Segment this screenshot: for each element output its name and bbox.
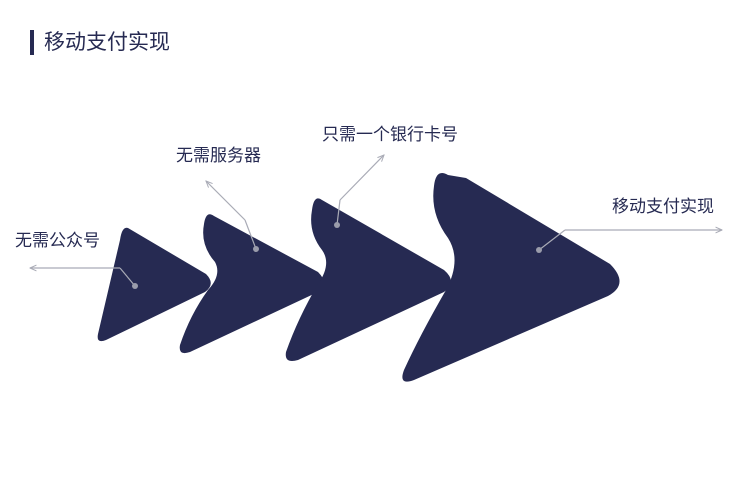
leader-arrow-3 [339,155,384,201]
step-2-label: 无需服务器 [176,146,261,166]
step-4-shape [402,173,620,382]
step-3-shape [285,198,451,361]
page-title: 移动支付实现 [44,30,170,54]
step-3-label: 只需一个银行卡号 [322,125,458,145]
step-2-shape [179,214,324,354]
step-1-shape [97,227,211,342]
leader-line-2 [244,219,257,250]
step-1-dot [132,283,138,289]
step-3-dot [334,222,340,228]
title-accent-bar [30,30,34,55]
step-1-label: 无需公众号 [15,231,100,251]
step-4-dot [536,247,542,253]
step-2-dot [253,246,259,252]
leader-line-4 [538,229,566,251]
leader-arrow-2 [206,181,246,221]
leader-line-3 [336,199,341,226]
step-4-label: 移动支付实现 [612,197,714,217]
leader-line-1 [119,267,136,287]
